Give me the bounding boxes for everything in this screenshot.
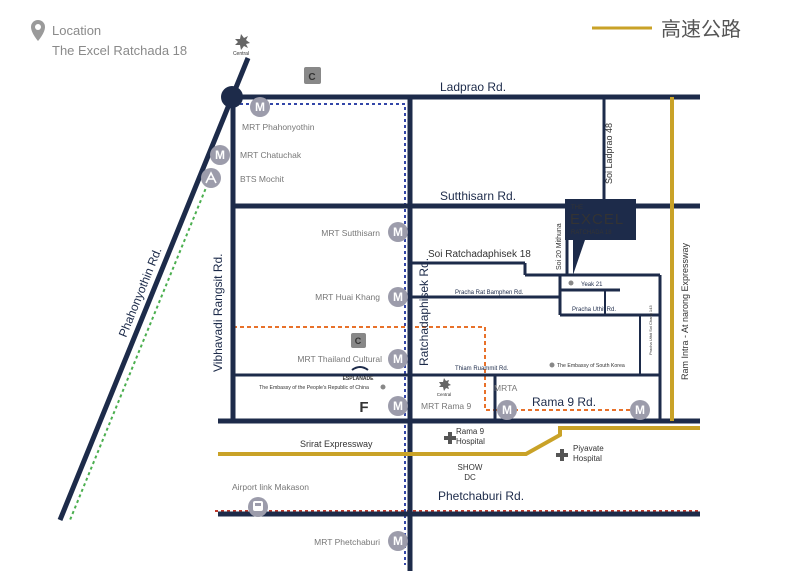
svg-text:M: M (255, 100, 265, 114)
junction-circle (221, 86, 243, 108)
sutthisarn-label: Sutthisarn Rd. (440, 189, 516, 203)
mrt-chatuchak-icon: M (210, 145, 230, 165)
sirat-expressway-label: Srirat Expressway (300, 439, 373, 449)
pracha-uthit-soi-label: Pracha Uthit Soi Chang 143 (648, 305, 653, 355)
roads (57, 57, 700, 571)
mrt-thailand-cultural-icon: M (388, 349, 408, 369)
legend-label: 高速公路 (661, 18, 741, 41)
landmarks: Central C C ESPLANADE The Embassy of the… (233, 34, 625, 482)
blue-route (240, 103, 406, 565)
piyavate-label-2: Hospital (573, 454, 602, 463)
svg-text:Central: Central (437, 392, 452, 397)
piyavate-label-1: Piyavate (573, 444, 604, 453)
expressways (218, 97, 700, 456)
pracha-rat-bamphen-label: Pracha Rat Bamphen Rd. (455, 290, 524, 296)
rama9-hospital-label-2: Hospital (456, 437, 485, 446)
esplanade-logo: ESPLANADE (343, 366, 375, 382)
property-sub: RATCHADA 18 (571, 230, 612, 236)
ladprao-label: Ladprao Rd. (440, 80, 506, 94)
bts-mochit-label: BTS Mochit (240, 174, 285, 184)
svg-text:ESPLANADE: ESPLANADE (343, 376, 375, 382)
bts-line (69, 177, 211, 521)
soi-ratchadaphisek-18-label: Soi Ratchadaphisek 18 (428, 249, 531, 260)
sirat-expressway (218, 426, 700, 456)
rama9-label: Rama 9 Rd. (532, 395, 596, 409)
property-marker: THE EXCEL RATCHADA 18 (565, 199, 636, 275)
mrt-phahonyothin-icon: M (250, 97, 270, 117)
svg-text:M: M (393, 290, 403, 304)
mrt-thailand-cultural-label: MRT Thailand Cultural (297, 354, 382, 364)
yeak-21-dot (568, 280, 574, 286)
central-icon-rama9: Central (437, 378, 452, 397)
pracha-uthit-label: Pracha Uthit Rd. (572, 307, 616, 313)
korea-embassy-label: The Embassy of South Korea (557, 363, 625, 369)
thiam-ruammit-label: Thiam Ruammit Rd. (455, 366, 509, 372)
ratchadaphisek-label: Ratchadaphisek Rd. (417, 258, 431, 366)
mrta-icon: M (497, 400, 517, 420)
airport-link-label: Airport link Makason (232, 482, 309, 492)
rama9-hospital-label-1: Rama 9 (456, 427, 485, 436)
station-labels: MRT Phahonyothin MRT Chatuchak BTS Mochi… (232, 122, 518, 547)
location-name: The Excel Ratchada 18 (52, 43, 187, 58)
mrt-rama9-icon: M (388, 396, 408, 416)
location-pin-icon (31, 20, 45, 41)
hospital-cross-icon-piyavate (556, 449, 568, 461)
location-header: Location The Excel Ratchada 18 (31, 20, 187, 58)
hospital-cross-icon (444, 432, 456, 444)
property-name: EXCEL (570, 211, 624, 228)
property-callout (565, 199, 636, 275)
fortune-icon: F (359, 399, 368, 416)
svg-text:M: M (502, 403, 512, 417)
routes (69, 103, 700, 565)
svg-text:M: M (393, 399, 403, 413)
svg-text:M: M (393, 534, 403, 548)
phahonyothin-road (57, 57, 251, 521)
central-icon-top: Central (233, 34, 250, 57)
train-icon (248, 497, 268, 517)
mrt-east-icon: M (630, 400, 650, 420)
soi-20-mithuna-label: Soi 20 Mithuna (556, 223, 563, 270)
svg-text:Central: Central (233, 51, 249, 57)
china-embassy-dot (380, 384, 386, 390)
show-dc-label-1: SHOW (458, 463, 483, 472)
mrt-phahonyothin-label: MRT Phahonyothin (242, 122, 315, 132)
bts-icon (201, 168, 221, 188)
soi-ladprao-48-label: Soi Ladprao 48 (604, 123, 614, 184)
mrt-sutthisarn-label: MRT Sutthisarn (321, 228, 380, 238)
vibhavadi-label: Vibhavadi Rangsit Rd. (211, 253, 225, 372)
mall-icon-top: C (304, 67, 321, 84)
mrt-rama9-label: MRT Rama 9 (421, 401, 472, 411)
mrt-sutthisarn-icon: M (388, 222, 408, 242)
svg-text:M: M (215, 148, 225, 162)
legend: 高速公路 (592, 18, 741, 41)
location-label: Location (52, 23, 101, 38)
china-embassy-label: The Embassy of the People's Republic of … (259, 385, 369, 391)
mrt-chatuchak-label: MRT Chatuchak (240, 150, 302, 160)
svg-text:M: M (393, 352, 403, 366)
svg-text:M: M (393, 225, 403, 239)
svg-text:C: C (308, 72, 315, 83)
svg-text:M: M (635, 403, 645, 417)
mrt-huai-khwang-icon: M (388, 287, 408, 307)
mrt-phetchaburi-icon: M (388, 531, 408, 551)
svg-text:C: C (355, 336, 362, 346)
mrt-icons: M M M M M M M M (201, 97, 650, 551)
ram-intra-label: Ram Intra - At narong Expressway (680, 242, 690, 380)
yeak-21-label: Yeak 21 (581, 282, 603, 288)
korea-embassy-dot (549, 362, 555, 368)
mall-icon-cultural: C (351, 333, 366, 348)
property-the: THE (571, 205, 583, 211)
phetchaburi-label: Phetchaburi Rd. (438, 489, 524, 503)
mrta-label: MRTA (494, 383, 518, 393)
show-dc-label-2: DC (464, 473, 476, 482)
orange-route (233, 326, 640, 411)
mrt-phetchaburi-label: MRT Phetchaburi (314, 537, 380, 547)
mrt-huai-khwang-label: MRT Huai Khang (315, 292, 380, 302)
